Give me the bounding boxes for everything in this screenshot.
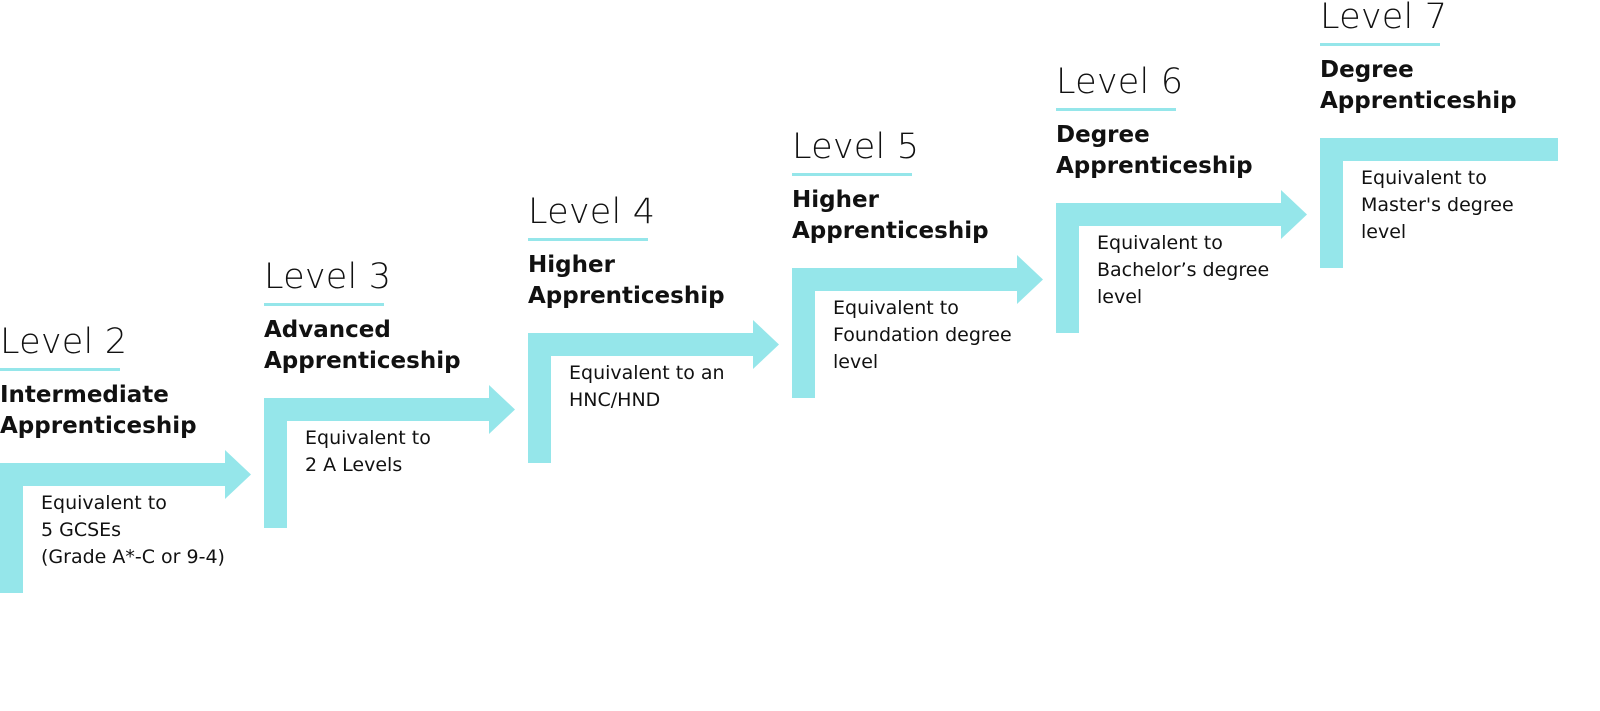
equivalent-line: level xyxy=(1361,221,1407,243)
equivalent-line: 5 GCSEs xyxy=(41,519,122,541)
equivalent-line: Equivalent to an xyxy=(569,362,725,384)
apprenticeship-name-line: Degree xyxy=(1056,122,1150,148)
bracket-bar xyxy=(1320,138,1558,161)
arrow-head xyxy=(792,255,1043,304)
step-arrow-icon xyxy=(0,450,251,593)
arrow-head xyxy=(264,385,515,434)
apprenticeship-name-line: Higher xyxy=(792,187,879,213)
level-title: Level 2 xyxy=(0,322,128,362)
apprenticeship-name-line: Advanced xyxy=(264,317,391,343)
apprenticeship-name-line: Degree xyxy=(1320,57,1414,83)
apprenticeship-name-line: Apprenticeship xyxy=(0,413,197,439)
equivalent-line: Equivalent to xyxy=(305,427,431,449)
level-underline xyxy=(0,368,120,371)
level-title: Level 4 xyxy=(528,192,656,232)
equivalent-line: (Grade A*-C or 9-4) xyxy=(41,546,225,568)
level-underline xyxy=(1056,108,1176,111)
arrow-head xyxy=(0,450,251,499)
equivalent-line: level xyxy=(833,351,879,373)
arrow-head xyxy=(528,320,779,369)
level-title: Level 7 xyxy=(1320,0,1448,37)
level-underline xyxy=(792,173,912,176)
equivalent-line: Bachelor’s degree xyxy=(1097,259,1270,281)
equivalent-line: Equivalent to xyxy=(1361,167,1487,189)
apprenticeship-name-line: Apprenticeship xyxy=(792,218,989,244)
equivalent-description: Equivalent to 5 GCSEs (Grade A*-C or 9-4) xyxy=(41,490,225,571)
level-underline xyxy=(1320,43,1440,46)
level-underline xyxy=(264,303,384,306)
arrow-stem xyxy=(1056,203,1079,333)
arrow-stem xyxy=(0,463,23,593)
apprenticeship-name-line: Apprenticeship xyxy=(1056,153,1253,179)
equivalent-line: HNC/HND xyxy=(569,389,661,411)
equivalent-line: Foundation degree xyxy=(833,324,1012,346)
step-arrow-icon xyxy=(1056,190,1307,333)
arrow-stem xyxy=(528,333,551,463)
equivalent-line: level xyxy=(1097,286,1143,308)
equivalent-line: Equivalent to xyxy=(1097,232,1223,254)
equivalent-line: Master's degree xyxy=(1361,194,1514,216)
apprenticeship-name-line: Intermediate xyxy=(0,382,169,408)
equivalent-line: 2 A Levels xyxy=(305,454,403,476)
level-underline xyxy=(528,238,648,241)
step-arrow-icon xyxy=(264,385,515,528)
apprenticeship-name-line: Higher xyxy=(528,252,615,278)
equivalent-description: Equivalent to 2 A Levels xyxy=(305,425,431,479)
level-title: Level 5 xyxy=(792,127,920,167)
apprenticeship-name-line: Apprenticeship xyxy=(264,348,461,374)
apprenticeship-name-line: Apprenticeship xyxy=(528,283,725,309)
arrow-stem xyxy=(792,268,815,398)
apprenticeship-name-line: Apprenticeship xyxy=(1320,88,1517,114)
equivalent-description: Equivalent to Foundation degree level xyxy=(833,295,1012,376)
arrow-stem xyxy=(264,398,287,528)
equivalent-line: Equivalent to xyxy=(41,492,167,514)
level-title: Level 3 xyxy=(264,257,392,297)
bracket-shape xyxy=(1320,138,1558,268)
equivalent-description: Equivalent to Master's degree level xyxy=(1361,165,1514,246)
level-title: Level 6 xyxy=(1056,62,1184,102)
step-arrow-icon xyxy=(528,320,779,463)
equivalent-line: Equivalent to xyxy=(833,297,959,319)
arrow-stem xyxy=(1320,138,1343,268)
equivalent-description: Equivalent to an HNC/HND xyxy=(569,360,725,414)
arrow-head xyxy=(1056,190,1307,239)
equivalent-description: Equivalent to Bachelor’s degree level xyxy=(1097,230,1269,311)
step-arrow-icon xyxy=(792,255,1043,398)
